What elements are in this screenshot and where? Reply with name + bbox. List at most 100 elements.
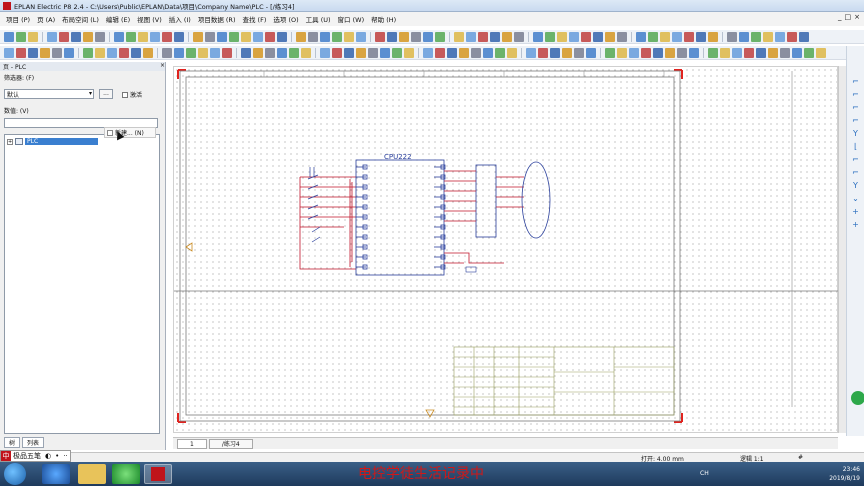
tree-item-plc[interactable]: + PLC [7, 138, 99, 145]
tb1-tool-icon[interactable] [569, 31, 579, 42]
page-tab-exercise4[interactable]: /练习4 [208, 438, 253, 449]
tb1-tool-icon[interactable] [466, 31, 476, 42]
tb1-tool-icon[interactable] [114, 31, 124, 42]
green-app-taskbar-icon[interactable] [112, 464, 140, 484]
minimize-button[interactable]: _ [838, 13, 842, 21]
tb2-tool-icon[interactable] [526, 47, 536, 58]
tb1-tool-icon[interactable] [490, 31, 500, 42]
start-button[interactable] [4, 463, 26, 485]
connection-tool-icon[interactable]: + [852, 220, 859, 229]
tb2-tool-icon[interactable] [586, 47, 596, 58]
tb2-tool-icon[interactable] [40, 47, 50, 58]
tb1-tool-icon[interactable] [217, 31, 227, 42]
panel-close-icon[interactable]: × [159, 62, 165, 69]
tb2-tool-icon[interactable] [435, 47, 445, 58]
tb1-tool-icon[interactable] [787, 31, 797, 42]
tb2-tool-icon[interactable] [320, 47, 330, 58]
tb2-tool-icon[interactable] [677, 47, 687, 58]
tb1-tool-icon[interactable] [636, 31, 646, 42]
tb1-tool-icon[interactable] [672, 31, 682, 42]
tb2-tool-icon[interactable] [64, 47, 74, 58]
tb2-tool-icon[interactable] [447, 47, 457, 58]
vertical-scrollbar[interactable] [838, 66, 846, 433]
connection-tool-icon[interactable]: + [852, 207, 859, 216]
tb1-tool-icon[interactable] [423, 31, 433, 42]
tb2-tool-icon[interactable] [562, 47, 572, 58]
checkbox-box[interactable] [122, 91, 128, 98]
tb1-tool-icon[interactable] [95, 31, 105, 42]
close-button[interactable]: × [854, 13, 860, 21]
tb1-tool-icon[interactable] [277, 31, 287, 42]
tb2-tool-icon[interactable] [131, 47, 141, 58]
menu-item-1[interactable]: 页 (A) [37, 16, 56, 24]
connection-tool-icon[interactable]: Y [853, 181, 858, 190]
tb2-tool-icon[interactable] [4, 47, 14, 58]
eplan-taskbar-icon[interactable] [144, 464, 172, 484]
tb2-tool-icon[interactable] [95, 47, 105, 58]
tb1-tool-icon[interactable] [47, 31, 57, 42]
tb1-tool-icon[interactable] [739, 31, 749, 42]
tb1-tool-icon[interactable] [763, 31, 773, 42]
ime-toolbar[interactable]: 中 极品五笔 ◐ • ·· [0, 450, 71, 462]
tb1-tool-icon[interactable] [193, 31, 203, 42]
tb2-tool-icon[interactable] [344, 47, 354, 58]
tb1-tool-icon[interactable] [751, 31, 761, 42]
tb2-tool-icon[interactable] [301, 47, 311, 58]
activate-checkbox[interactable]: 激活 [122, 90, 142, 99]
tb1-tool-icon[interactable] [332, 31, 342, 42]
menu-item-8[interactable]: 选项 (O) [273, 16, 299, 24]
tb1-tool-icon[interactable] [4, 31, 14, 42]
tb2-tool-icon[interactable] [423, 47, 433, 58]
tb2-tool-icon[interactable] [507, 47, 517, 58]
tb2-tool-icon[interactable] [538, 47, 548, 58]
tb2-tool-icon[interactable] [471, 47, 481, 58]
tb2-tool-icon[interactable] [720, 47, 730, 58]
filter-select[interactable]: 默认 ▾ [4, 89, 94, 99]
tb1-tool-icon[interactable] [253, 31, 263, 42]
tb1-tool-icon[interactable] [660, 31, 670, 42]
tb1-tool-icon[interactable] [16, 31, 26, 42]
tb2-tool-icon[interactable] [277, 47, 287, 58]
tb2-tool-icon[interactable] [708, 47, 718, 58]
tb2-tool-icon[interactable] [241, 47, 251, 58]
tb2-tool-icon[interactable] [107, 47, 117, 58]
tb1-tool-icon[interactable] [605, 31, 615, 42]
tb1-tool-icon[interactable] [387, 31, 397, 42]
connection-tool-icon[interactable]: Y [853, 129, 858, 138]
tb1-tool-icon[interactable] [684, 31, 694, 42]
tb1-tool-icon[interactable] [296, 31, 306, 42]
tab-tree[interactable]: 树 [4, 437, 21, 448]
tray-clock[interactable]: 23:46 2019/8/19 [829, 465, 860, 483]
page-tab-1[interactable]: 1 [177, 438, 207, 449]
tb2-tool-icon[interactable] [574, 47, 584, 58]
tb1-tool-icon[interactable] [708, 31, 718, 42]
tb2-tool-icon[interactable] [792, 47, 802, 58]
green-assistant-icon[interactable] [851, 391, 864, 405]
menu-item-2[interactable]: 布局空间 (L) [62, 16, 99, 24]
tb2-tool-icon[interactable] [550, 47, 560, 58]
tb2-tool-icon[interactable] [16, 47, 26, 58]
tb2-tool-icon[interactable] [780, 47, 790, 58]
tb2-tool-icon[interactable] [253, 47, 263, 58]
tb2-tool-icon[interactable] [629, 47, 639, 58]
tb1-tool-icon[interactable] [799, 31, 809, 42]
connection-tool-icon[interactable]: ⌐ [852, 168, 859, 177]
menu-item-5[interactable]: 插入 (I) [168, 16, 191, 24]
tb1-tool-icon[interactable] [162, 31, 172, 42]
menu-item-9[interactable]: 工具 (U) [305, 16, 331, 24]
tb2-tool-icon[interactable] [756, 47, 766, 58]
tb2-tool-icon[interactable] [174, 47, 184, 58]
tb1-tool-icon[interactable] [454, 31, 464, 42]
tb1-tool-icon[interactable] [126, 31, 136, 42]
tray-language[interactable]: CH [700, 470, 709, 477]
tab-list[interactable]: 列表 [22, 437, 45, 448]
connection-tool-icon[interactable]: ⌐ [852, 90, 859, 99]
tb1-tool-icon[interactable] [71, 31, 81, 42]
tb1-tool-icon[interactable] [696, 31, 706, 42]
tb2-tool-icon[interactable] [198, 47, 208, 58]
tb2-tool-icon[interactable] [368, 47, 378, 58]
tb2-tool-icon[interactable] [653, 47, 663, 58]
tb2-tool-icon[interactable] [265, 47, 275, 58]
tb1-tool-icon[interactable] [399, 31, 409, 42]
tb1-tool-icon[interactable] [557, 31, 567, 42]
